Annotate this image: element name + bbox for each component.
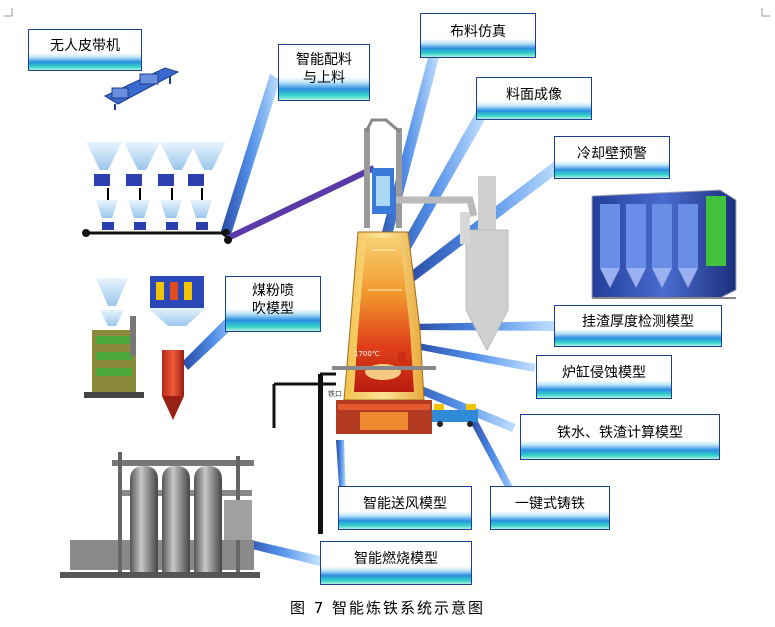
batching-hoppers — [82, 142, 376, 244]
beam-casting — [468, 414, 520, 504]
beam-hearth — [410, 342, 536, 372]
label-burden-sim: 布料仿真 — [420, 13, 536, 58]
beam-burden-sim — [373, 50, 440, 270]
label-iron-slag: 铁水、铁渣计算模型 — [520, 414, 720, 460]
crop-mark — [761, 8, 770, 17]
beam-iron-slag — [398, 378, 516, 432]
blast-furnace: 1700℃ 铁口 — [328, 118, 478, 434]
label-coal-inject: 煤粉喷 吹模型 — [225, 276, 321, 332]
beam-combustion — [240, 538, 320, 566]
furnace-mark-temp: 1700℃ — [354, 350, 380, 358]
label-blast: 智能送风模型 — [338, 486, 472, 530]
label-casting: 一键式铸铁 — [490, 486, 610, 530]
beam-batching — [220, 74, 280, 238]
label-surface-img: 料面成像 — [476, 77, 592, 120]
label-stave-warn: 冷却壁预警 — [554, 136, 670, 179]
stave-system — [591, 189, 737, 299]
blast-pipes — [272, 372, 336, 534]
dust-catcher — [460, 176, 509, 352]
label-belt: 无人皮带机 — [28, 29, 142, 71]
iron-car — [432, 404, 478, 427]
crop-mark — [4, 8, 13, 17]
conveyor-machine — [103, 67, 180, 110]
label-hearth: 炉缸侵蚀模型 — [536, 355, 672, 399]
label-batching: 智能配料 与上料 — [278, 44, 370, 101]
hot-stoves — [60, 452, 260, 578]
label-scaffold: 挂渣厚度检测模型 — [554, 305, 722, 347]
label-combustion: 智能燃烧模型 — [320, 541, 472, 585]
furnace-mark-taphole: 铁口 — [328, 389, 342, 398]
coal-plant — [84, 276, 206, 420]
figure-caption: 图 7 智能炼铁系统示意图 — [289, 599, 486, 617]
